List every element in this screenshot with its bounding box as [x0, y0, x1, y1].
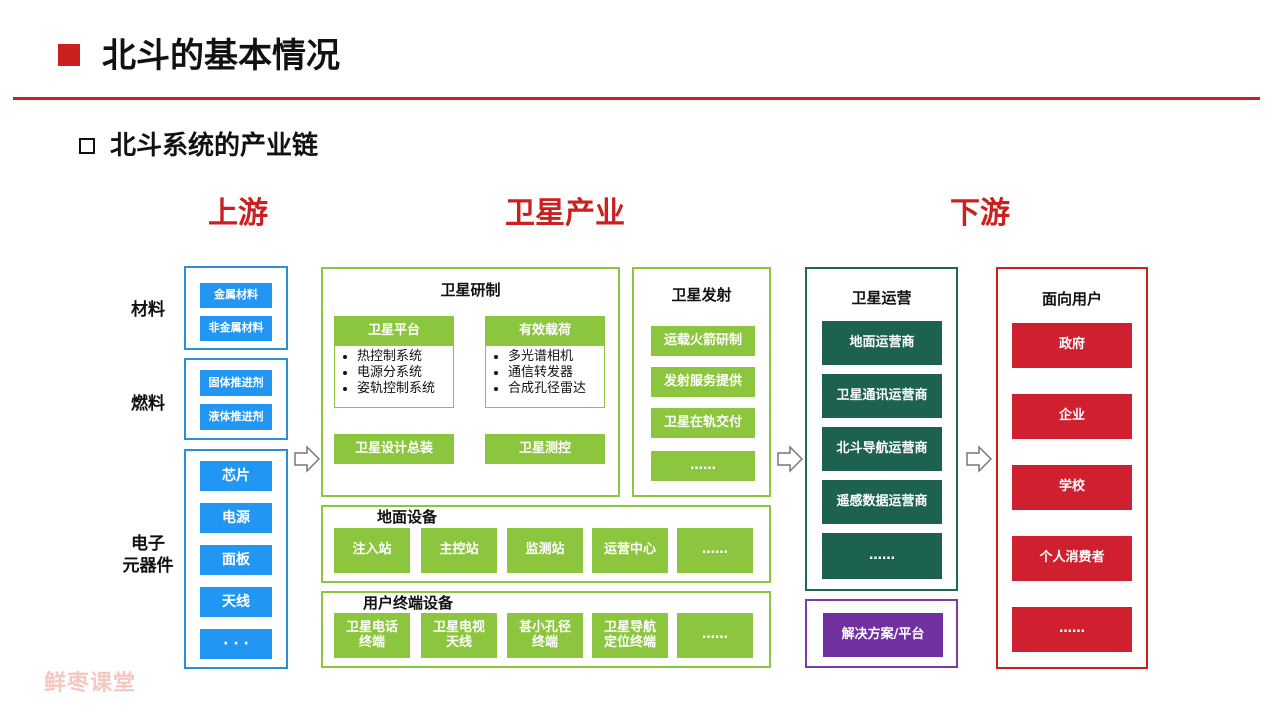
- satellite-rnd-frame: [321, 267, 620, 497]
- satellite-platform-list: 热控制系统 电源分系统 姿轨控制系统: [334, 346, 454, 408]
- user-item-enterprise: 企业: [1012, 394, 1132, 439]
- arrow-right-icon: [966, 445, 992, 473]
- ops-item-satcom: 卫星通讯运营商: [822, 374, 942, 418]
- fuel-item-liquid: 液体推进剂: [200, 404, 272, 430]
- ground-item-more: ……: [677, 528, 753, 573]
- electronics-item-power: 电源: [200, 503, 272, 533]
- materials-frame: [184, 266, 288, 350]
- satellite-design-assembly: 卫星设计总装: [334, 434, 454, 464]
- watermark-logo: 鲜枣课堂: [44, 671, 137, 696]
- page-title: 北斗的基本情况: [102, 36, 340, 76]
- ops-item-remote-sensing: 遥感数据运营商: [822, 480, 942, 524]
- terminal-item-tv-antenna: 卫星电视 天线: [421, 613, 497, 658]
- section-upstream: 上游: [208, 196, 268, 231]
- satellite-rnd-title: 卫星研制: [440, 281, 501, 299]
- ground-equipment-frame: [321, 505, 771, 583]
- launch-item-delivery: 卫星在轨交付: [651, 408, 755, 438]
- electronics-item-antenna: 天线: [200, 587, 272, 617]
- user-item-more: ……: [1012, 607, 1132, 652]
- materials-item-metal: 金属材料: [200, 283, 272, 308]
- satellite-platform-header: 卫星平台: [334, 316, 454, 346]
- terminal-item-phone: 卫星电话 终端: [334, 613, 410, 658]
- arrow-right-icon: [294, 445, 320, 473]
- platform-bullet-thermal: 热控制系统: [357, 349, 447, 365]
- users-frame: [996, 267, 1148, 669]
- satellite-launch-title: 卫星发射: [671, 286, 732, 304]
- ground-item-master: 主控站: [421, 528, 497, 573]
- payload-bullet-camera: 多光谱相机: [508, 349, 598, 365]
- launch-item-more: ……: [651, 451, 755, 481]
- launch-item-rocket: 运载火箭研制: [651, 326, 755, 356]
- ground-item-injection: 注入站: [334, 528, 410, 573]
- terminal-item-navigation: 卫星导航 定位终端: [592, 613, 668, 658]
- payload-header: 有效载荷: [485, 316, 605, 346]
- section-downstream: 下游: [950, 196, 1010, 231]
- platform-bullet-power: 电源分系统: [357, 365, 447, 381]
- terminal-item-vsat-line2: 终端: [531, 634, 558, 650]
- ops-item-beidou-nav: 北斗导航运营商: [822, 427, 942, 471]
- user-item-government: 政府: [1012, 323, 1132, 368]
- fuel-item-solid: 固体推进剂: [200, 370, 272, 396]
- terminal-item-more: ……: [677, 613, 753, 658]
- title-bullet-square: [58, 44, 80, 66]
- ground-item-monitor: 监测站: [507, 528, 583, 573]
- user-terminal-title: 用户终端设备: [362, 594, 453, 612]
- materials-item-nonmetal: 非金属材料: [200, 316, 272, 341]
- payload-bullet-sar: 合成孔径雷达: [508, 381, 598, 397]
- solution-frame: [805, 599, 958, 668]
- fuel-frame: [184, 358, 288, 440]
- section-satellite-industry: 卫星产业: [505, 196, 625, 231]
- terminal-item-phone-line2: 终端: [358, 634, 385, 650]
- terminal-item-vsat-line1: 甚小孔径: [518, 619, 571, 635]
- launch-item-service: 发射服务提供: [651, 367, 755, 397]
- terminal-item-tv-line1: 卫星电视: [432, 619, 485, 635]
- subtitle-bullet-square: [79, 138, 95, 154]
- electronics-item-chip: 芯片: [200, 461, 272, 491]
- satellite-operations-title: 卫星运营: [851, 289, 912, 307]
- row-label-electronics-line1: 电子: [131, 534, 165, 554]
- ground-item-ops-center: 运营中心: [592, 528, 668, 573]
- electronics-frame: [184, 449, 288, 669]
- ops-item-ground: 地面运营商: [822, 321, 942, 365]
- terminal-item-phone-line1: 卫星电话: [345, 619, 398, 635]
- electronics-item-more: · · ·: [200, 629, 272, 659]
- ground-equipment-title: 地面设备: [376, 508, 437, 526]
- payload-list: 多光谱相机 通信转发器 合成孔径雷达: [485, 346, 605, 408]
- arrow-right-icon: [777, 445, 803, 473]
- user-item-consumer: 个人消费者: [1012, 536, 1132, 581]
- row-label-electronics-line2: 元器件: [122, 556, 174, 576]
- satellite-tt-and-c: 卫星测控: [485, 434, 605, 464]
- title-divider: [13, 97, 1260, 100]
- ops-item-more: ……: [822, 533, 942, 579]
- user-item-school: 学校: [1012, 465, 1132, 510]
- row-label-fuel: 燃料: [131, 394, 165, 414]
- electronics-item-panel: 面板: [200, 545, 272, 575]
- satellite-launch-frame: [632, 267, 771, 497]
- terminal-item-tv-line2: 天线: [445, 634, 472, 650]
- page-subtitle: 北斗系统的产业链: [110, 131, 319, 161]
- solution-platform: 解决方案/平台: [823, 613, 943, 657]
- platform-bullet-attitude: 姿轨控制系统: [357, 381, 447, 397]
- row-label-materials: 材料: [131, 300, 165, 320]
- payload-bullet-transponder: 通信转发器: [508, 365, 598, 381]
- users-title: 面向用户: [1041, 290, 1102, 308]
- user-terminal-frame: [321, 591, 771, 668]
- terminal-item-nav-line2: 定位终端: [603, 634, 656, 650]
- terminal-item-vsat: 甚小孔径 终端: [507, 613, 583, 658]
- row-label-electronics: 电子 元器件: [110, 533, 186, 577]
- terminal-item-nav-line1: 卫星导航: [603, 619, 656, 635]
- satellite-operations-frame: [805, 267, 958, 591]
